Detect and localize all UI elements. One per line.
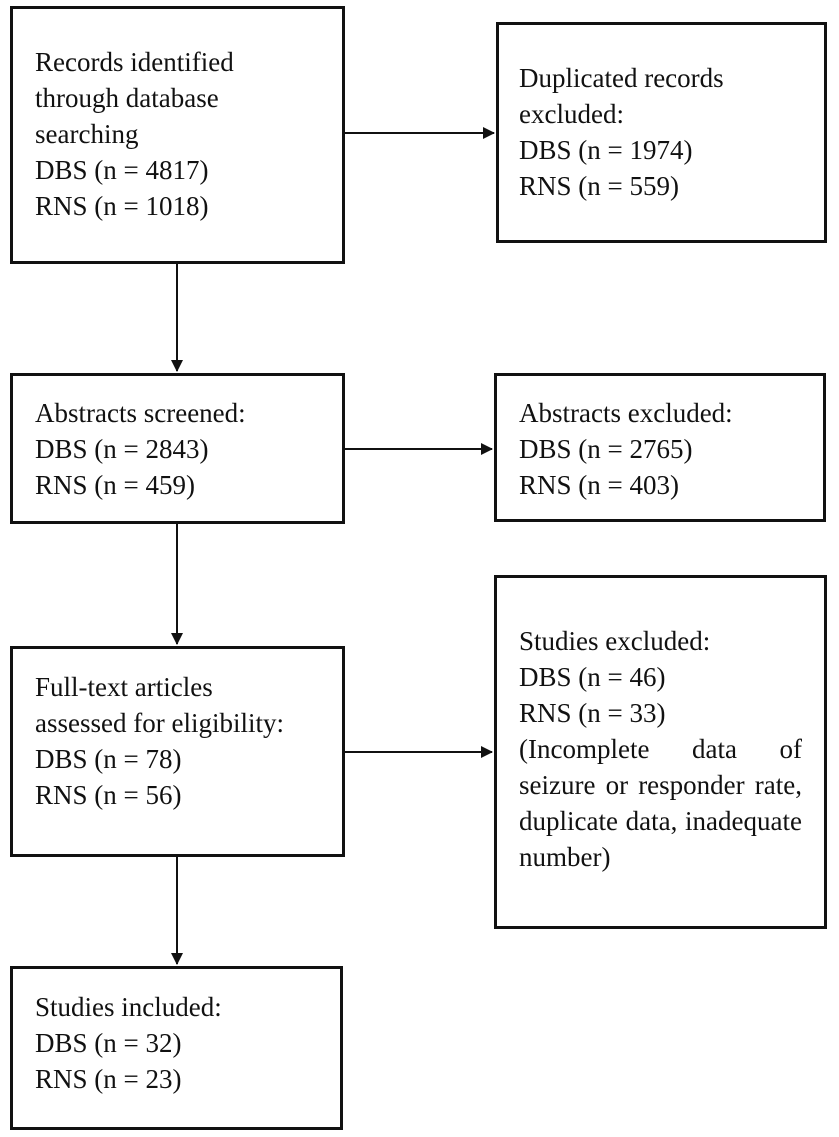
box-text-line: Records identified	[35, 47, 234, 77]
rns-count: RNS (n = 23)	[35, 1064, 182, 1094]
box-text-line: excluded:	[519, 99, 624, 129]
studies-excluded-box: Studies excluded: DBS (n = 46) RNS (n = …	[494, 575, 827, 929]
box-text-line: Abstracts excluded:	[519, 398, 733, 428]
dbs-count: DBS (n = 32)	[35, 1028, 182, 1058]
box-text-line: searching	[35, 119, 139, 149]
dbs-count: DBS (n = 1974)	[519, 135, 693, 165]
dbs-count: DBS (n = 46)	[519, 662, 666, 692]
box-text-line: Duplicated records	[519, 63, 724, 93]
box-text-line: through database	[35, 83, 219, 113]
exclusion-reason: (Incomplete data of seizure or responder…	[519, 734, 802, 872]
rns-count: RNS (n = 459)	[35, 470, 195, 500]
dbs-count: DBS (n = 78)	[35, 744, 182, 774]
dbs-count: DBS (n = 2843)	[35, 434, 209, 464]
box-text-line: Studies excluded:	[519, 626, 711, 656]
dbs-count: DBS (n = 2765)	[519, 434, 693, 464]
records-identified-box: Records identified through database sear…	[10, 6, 345, 264]
box-text-line: Abstracts screened:	[35, 398, 246, 428]
abstracts-excluded-box: Abstracts excluded: DBS (n = 2765) RNS (…	[494, 373, 826, 522]
abstracts-screened-box: Abstracts screened: DBS (n = 2843) RNS (…	[10, 373, 345, 524]
rns-count: RNS (n = 1018)	[35, 191, 209, 221]
duplicates-excluded-box: Duplicated records excluded: DBS (n = 19…	[496, 22, 827, 243]
rns-count: RNS (n = 33)	[519, 698, 666, 728]
box-text-line: assessed for eligibility:	[35, 708, 284, 738]
box-text-line: Full-text articles	[35, 672, 213, 702]
rns-count: RNS (n = 403)	[519, 470, 679, 500]
dbs-count: DBS (n = 4817)	[35, 155, 209, 185]
studies-included-box: Studies included: DBS (n = 32) RNS (n = …	[10, 966, 343, 1130]
fulltext-assessed-box: Full-text articles assessed for eligibil…	[10, 646, 345, 857]
rns-count: RNS (n = 559)	[519, 171, 679, 201]
rns-count: RNS (n = 56)	[35, 780, 182, 810]
box-text-line: Studies included:	[35, 992, 222, 1022]
